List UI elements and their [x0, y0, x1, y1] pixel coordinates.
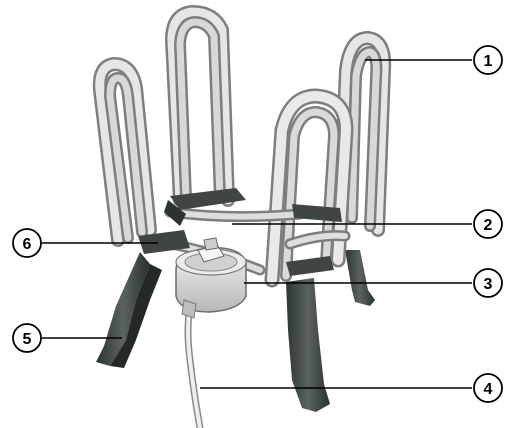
front-leg-right	[286, 278, 330, 412]
callout-2: 2	[474, 210, 502, 238]
callout-1-label: 1	[484, 53, 493, 70]
callout-5-label: 5	[23, 331, 32, 348]
callout-6: 6	[13, 229, 41, 257]
callout-2-label: 2	[484, 217, 493, 234]
front-leg-left	[96, 252, 162, 368]
callout-4-label: 4	[484, 381, 493, 398]
callout-5: 5	[13, 324, 41, 352]
wire-loop-front	[272, 96, 346, 280]
back-leg-right	[345, 250, 375, 306]
callout-6-label: 6	[23, 236, 32, 253]
callout-3-label: 3	[484, 276, 493, 293]
callout-3: 3	[474, 269, 502, 297]
power-cord	[182, 300, 200, 428]
callout-1: 1	[474, 46, 502, 74]
wire-loop-back	[172, 12, 228, 200]
callout-4: 4	[474, 374, 502, 402]
wire-loop-left	[100, 64, 150, 240]
